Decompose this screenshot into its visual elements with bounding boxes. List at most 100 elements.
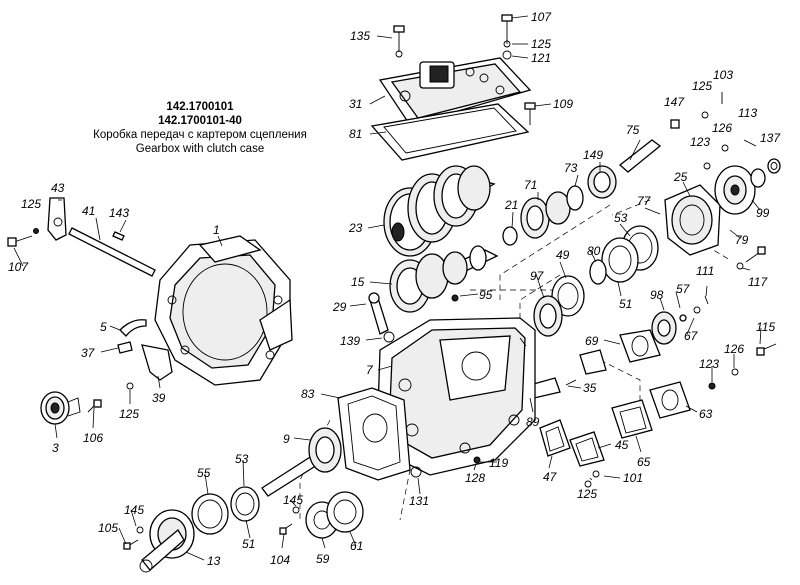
callout-126: 126 (724, 342, 744, 356)
callout-41: 41 (82, 204, 95, 218)
input-shaft-9 (261, 427, 342, 497)
release-fork-43 (47, 197, 67, 241)
callout-35: 35 (583, 381, 597, 395)
front-cover-13 (139, 509, 195, 573)
callout-77: 77 (637, 194, 652, 208)
callout-39: 39 (152, 391, 166, 405)
callout-7: 7 (366, 363, 374, 377)
callout-147: 147 (664, 95, 685, 109)
callout-81: 81 (349, 127, 362, 141)
callout-37: 37 (81, 346, 96, 360)
callout-15: 15 (351, 275, 365, 289)
lever-29 (368, 292, 395, 343)
callout-125: 125 (531, 37, 551, 51)
model-code-2: 142.1700101-40 (158, 115, 242, 127)
callout-106: 106 (83, 431, 103, 445)
flange-79 (714, 165, 756, 215)
callout-111: 111 (696, 264, 714, 278)
callout-143: 143 (109, 206, 129, 220)
callout-126: 126 (712, 121, 732, 135)
callout-97: 97 (530, 269, 545, 283)
gears-and-bearings (502, 165, 617, 246)
callout-139: 139 (340, 334, 360, 348)
callout-59: 59 (316, 552, 330, 566)
left-small-parts (7, 228, 173, 390)
release-bearing-3 (40, 391, 81, 425)
seals-55-53-51 (191, 486, 260, 535)
callout-107: 107 (8, 260, 29, 274)
callout-61: 61 (350, 539, 363, 553)
callout-99: 99 (756, 206, 770, 220)
callout-71: 71 (524, 178, 537, 192)
callout-69: 69 (585, 334, 599, 348)
callout-31: 31 (349, 97, 362, 111)
callout-98: 98 (650, 288, 664, 302)
callout-55: 55 (197, 466, 211, 480)
callout-49: 49 (556, 248, 570, 262)
cover-bolts (393, 14, 536, 125)
callout-103: 103 (713, 68, 733, 82)
counter-shaft-15 (389, 245, 499, 313)
bearing-98 (651, 295, 709, 345)
callout-53: 53 (614, 211, 628, 225)
callout-95: 95 (479, 288, 493, 302)
callout-115: 115 (756, 320, 775, 334)
callout-73: 73 (564, 161, 578, 175)
callout-23: 23 (348, 221, 363, 235)
callout-9: 9 (283, 432, 290, 446)
model-code-1: 142.1700101 (166, 101, 234, 113)
callout-119: 119 (489, 456, 508, 470)
callout-145: 145 (124, 503, 144, 517)
callout-51: 51 (619, 297, 632, 311)
callout-107: 107 (531, 10, 552, 24)
callout-57: 57 (676, 282, 691, 296)
cover-plates (529, 329, 691, 467)
callout-79: 79 (735, 233, 749, 247)
callout-25: 25 (673, 170, 688, 184)
callout-149: 149 (583, 148, 603, 162)
callout-75: 75 (626, 123, 640, 137)
callout-117: 117 (748, 275, 768, 289)
release-shaft-41 (68, 227, 156, 277)
callout-3: 3 (52, 441, 59, 455)
shaft-75 (618, 139, 662, 173)
callout-121: 121 (531, 51, 551, 65)
callout-105: 105 (98, 521, 118, 535)
seal-99-nut-137 (750, 158, 781, 188)
rear-small-parts (670, 92, 766, 270)
callout-123: 123 (690, 135, 710, 149)
callout-145: 145 (283, 493, 303, 507)
callout-137: 137 (760, 131, 781, 145)
bolt-106 (87, 399, 102, 413)
small-parts-center (410, 294, 527, 478)
callout-65: 65 (637, 455, 651, 469)
callout-1: 1 (213, 223, 220, 237)
small-parts-bottom (123, 506, 300, 550)
callout-109: 109 (553, 97, 573, 111)
callout-135: 135 (350, 29, 370, 43)
gasket-83 (337, 387, 411, 481)
right-small-parts (565, 343, 777, 488)
callout-131: 131 (409, 494, 429, 508)
callout-45: 45 (615, 438, 629, 452)
callout-51: 51 (242, 537, 255, 551)
callout-53: 53 (235, 452, 249, 466)
clutch-housing-1 (154, 235, 293, 386)
callout-47: 47 (543, 470, 558, 484)
shift-cover-31 (378, 57, 532, 126)
callout-43: 43 (51, 181, 65, 195)
callout-5: 5 (100, 320, 107, 334)
leader-lines (13, 15, 762, 561)
callout-101: 101 (623, 471, 643, 485)
callout-128: 128 (465, 471, 485, 485)
callout-63: 63 (699, 407, 713, 421)
diagram-title: 142.1700101 142.1700101-40 Коробка перед… (70, 100, 330, 156)
callout-67: 67 (684, 329, 699, 343)
callout-83: 83 (301, 387, 315, 401)
gearbox-housing-7 (377, 317, 536, 476)
main-shaft-23 (383, 165, 496, 257)
callout-123: 123 (699, 357, 719, 371)
title-english: Gearbox with clutch case (135, 143, 265, 155)
callout-21: 21 (504, 198, 518, 212)
